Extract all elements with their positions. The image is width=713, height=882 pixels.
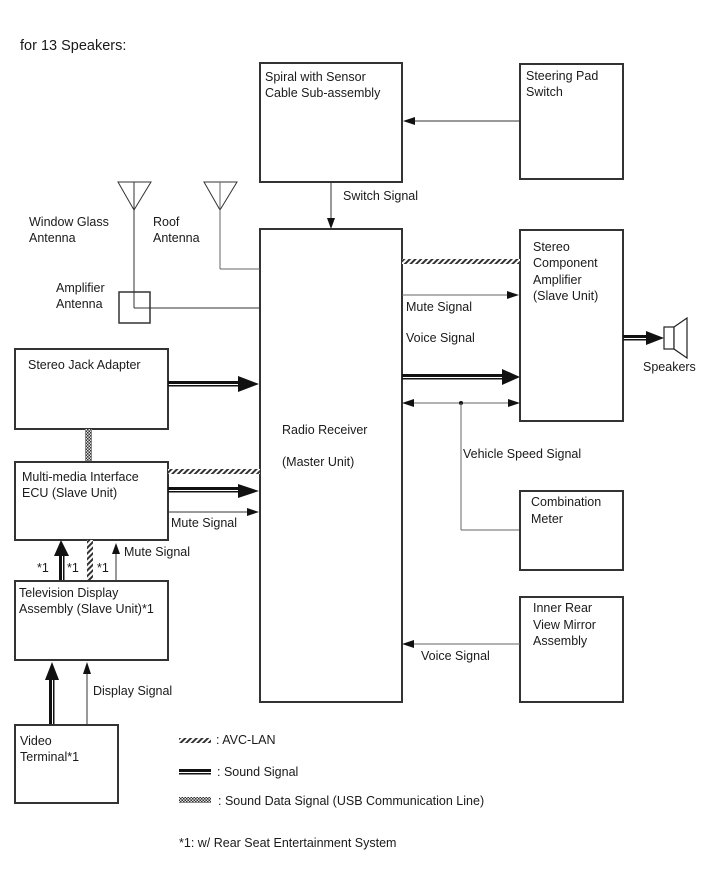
meter-label-1: Combination — [531, 495, 601, 509]
mmi-label-2: ECU (Slave Unit) — [22, 486, 117, 500]
display-signal-label: Display Signal — [93, 684, 172, 698]
television-display-assembly-box: Television Display Assembly (Slave Unit)… — [14, 580, 169, 661]
steering-pad-switch-box: Steering Pad Switch — [519, 63, 624, 180]
amp-label-1: Stereo — [533, 240, 570, 254]
tv-label-1: Television Display — [19, 586, 119, 600]
note-star1-c: *1 — [97, 561, 109, 575]
jack-label: Stereo Jack Adapter — [28, 358, 141, 372]
voice-signal-mirror-arrow — [402, 640, 520, 648]
window-antenna-label-2: Antenna — [29, 231, 76, 245]
video-label-1: Video — [20, 734, 52, 748]
roof-antenna-label-2: Antenna — [153, 231, 200, 245]
amp-label-2: Component — [533, 256, 598, 270]
speaker-icon — [663, 316, 688, 360]
mirror-label-3: Assembly — [533, 634, 588, 648]
voice-signal-amp-label: Voice Signal — [406, 331, 475, 345]
meter-label-2: Meter — [531, 512, 563, 526]
radio-receiver-box: Radio Receiver (Master Unit) — [259, 228, 403, 703]
avc-lan-mmi-radio — [168, 469, 260, 474]
roof-antenna-label-1: Roof — [153, 215, 180, 229]
mute-signal-tv-label: Mute Signal — [124, 545, 190, 559]
combination-meter-box: Combination Meter — [519, 490, 624, 571]
sound-signal-jack-radio — [168, 376, 259, 392]
mute-signal-mmi-label: Mute Signal — [171, 516, 237, 530]
video-label-2: Terminal*1 — [20, 750, 79, 764]
sound-signal-video-tv — [45, 662, 59, 725]
mmi-label-1: Multi-media Interface — [22, 470, 139, 484]
radio-label-1: Radio Receiver — [282, 423, 367, 437]
legend-avc-lan-label: : AVC-LAN — [216, 733, 276, 747]
spiral-cable-box: Spiral with Sensor Cable Sub-assembly — [259, 62, 403, 183]
note-star1-a: *1 — [37, 561, 49, 575]
mute-signal-amp-label: Mute Signal — [406, 300, 472, 314]
roof-antenna-icon — [203, 181, 260, 270]
amp-label-4: (Slave Unit) — [533, 289, 598, 303]
legend-sound-label: : Sound Signal — [217, 765, 298, 779]
legend-usb-label: : Sound Data Signal (USB Communication L… — [218, 794, 484, 808]
legend-avc-lan-swatch — [179, 738, 211, 743]
diagram-title: for 13 Speakers: — [20, 38, 126, 54]
legend-sound-swatch-line — [179, 773, 211, 775]
steering-label-2: Switch — [526, 85, 563, 99]
stereo-component-amplifier-box: Stereo Component Amplifier (Slave Unit) — [519, 229, 624, 422]
video-terminal-box: Video Terminal*1 — [14, 724, 119, 804]
switch-signal-label: Switch Signal — [343, 189, 418, 203]
amp-label-3: Amplifier — [533, 273, 582, 287]
sound-signal-radio-amp — [402, 369, 520, 385]
sound-signal-tv-mmi — [54, 540, 69, 581]
avc-lan-radio-amp — [402, 259, 520, 264]
legend-sound-swatch — [179, 769, 211, 772]
vehicle-speed-signal-label: Vehicle Speed Signal — [463, 447, 581, 461]
amplifier-antenna-label-2: Antenna — [56, 297, 103, 311]
footnote: *1: w/ Rear Seat Entertainment System — [179, 836, 396, 850]
steering-label-1: Steering Pad — [526, 69, 598, 83]
mute-signal-mmi-arrow — [168, 508, 259, 516]
switch-signal-arrow — [327, 182, 335, 229]
sound-signal-mmi-radio — [168, 484, 259, 498]
multimedia-interface-ecu-box: Multi-media Interface ECU (Slave Unit) — [14, 461, 169, 541]
mirror-label-1: Inner Rear — [533, 601, 592, 615]
vehicle-speed-bus — [402, 399, 520, 531]
inner-rear-view-mirror-box: Inner Rear View Mirror Assembly — [519, 596, 624, 703]
speakers-label: Speakers — [643, 360, 696, 374]
mute-signal-tv-arrow — [112, 543, 120, 581]
radio-label-2: (Master Unit) — [282, 455, 354, 469]
window-antenna-label-1: Window Glass — [29, 215, 109, 229]
amplifier-antenna-icon — [118, 291, 260, 324]
amplifier-antenna-label-1: Amplifier — [56, 281, 105, 295]
tv-label-2: Assembly (Slave Unit)*1 — [19, 602, 154, 616]
legend: : AVC-LAN : Sound Signal : Sound Data Si… — [179, 733, 484, 808]
avc-lan-tv-mmi — [87, 540, 93, 581]
legend-usb-swatch — [179, 797, 211, 803]
spiral-label-2: Cable Sub-assembly — [265, 86, 381, 100]
usb-line-jack-mmi — [85, 429, 92, 462]
mirror-label-2: View Mirror — [533, 618, 596, 632]
spiral-label-1: Spiral with Sensor — [265, 70, 366, 84]
voice-signal-mirror-label: Voice Signal — [421, 649, 490, 663]
stereo-jack-adapter-box: Stereo Jack Adapter — [14, 348, 169, 430]
note-star1-b: *1 — [67, 561, 79, 575]
display-signal-arrow — [83, 662, 91, 725]
mute-signal-amp-arrow — [402, 291, 519, 299]
sound-signal-amp-speakers — [623, 331, 664, 345]
steering-to-spiral-arrow — [403, 117, 520, 125]
window-glass-antenna-icon — [117, 181, 152, 308]
